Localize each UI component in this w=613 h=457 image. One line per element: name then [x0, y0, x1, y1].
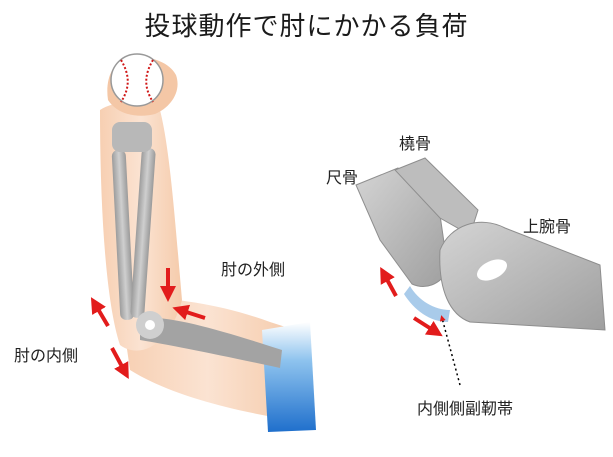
shirt-sleeve	[262, 322, 316, 432]
inner-elbow-arrow-up	[90, 297, 110, 328]
label-ulna: 尺骨	[326, 168, 359, 187]
forearm-bone-b	[130, 148, 156, 318]
label-mcl: 内側側副靭帯	[417, 399, 514, 418]
label-radius: 橈骨	[399, 134, 432, 153]
inner-elbow-arrow-down	[110, 347, 129, 380]
humerus-bone-detail	[439, 221, 606, 331]
baseball-icon	[110, 53, 164, 107]
mcl-leader-line	[439, 315, 461, 386]
forearm-bone-a	[111, 150, 135, 320]
label-outer-elbow: 肘の外側	[221, 260, 286, 279]
ligament-arrow-down	[412, 316, 443, 337]
label-inner-elbow: 肘の内側	[14, 346, 79, 365]
elbow-bone-detail	[355, 157, 606, 386]
elbow-joint-hole	[145, 320, 155, 330]
humerus-fossa	[477, 259, 507, 281]
throwing-arm	[90, 53, 316, 432]
label-humerus: 上腕骨	[523, 217, 572, 236]
wrist-bones	[112, 122, 152, 152]
humerus-bone	[140, 317, 282, 368]
ligament-arrow-up	[380, 266, 398, 297]
page-title: 投球動作で肘にかかる負荷	[144, 12, 469, 42]
ligament	[404, 286, 450, 322]
outer-elbow-arrow-left	[172, 304, 206, 321]
